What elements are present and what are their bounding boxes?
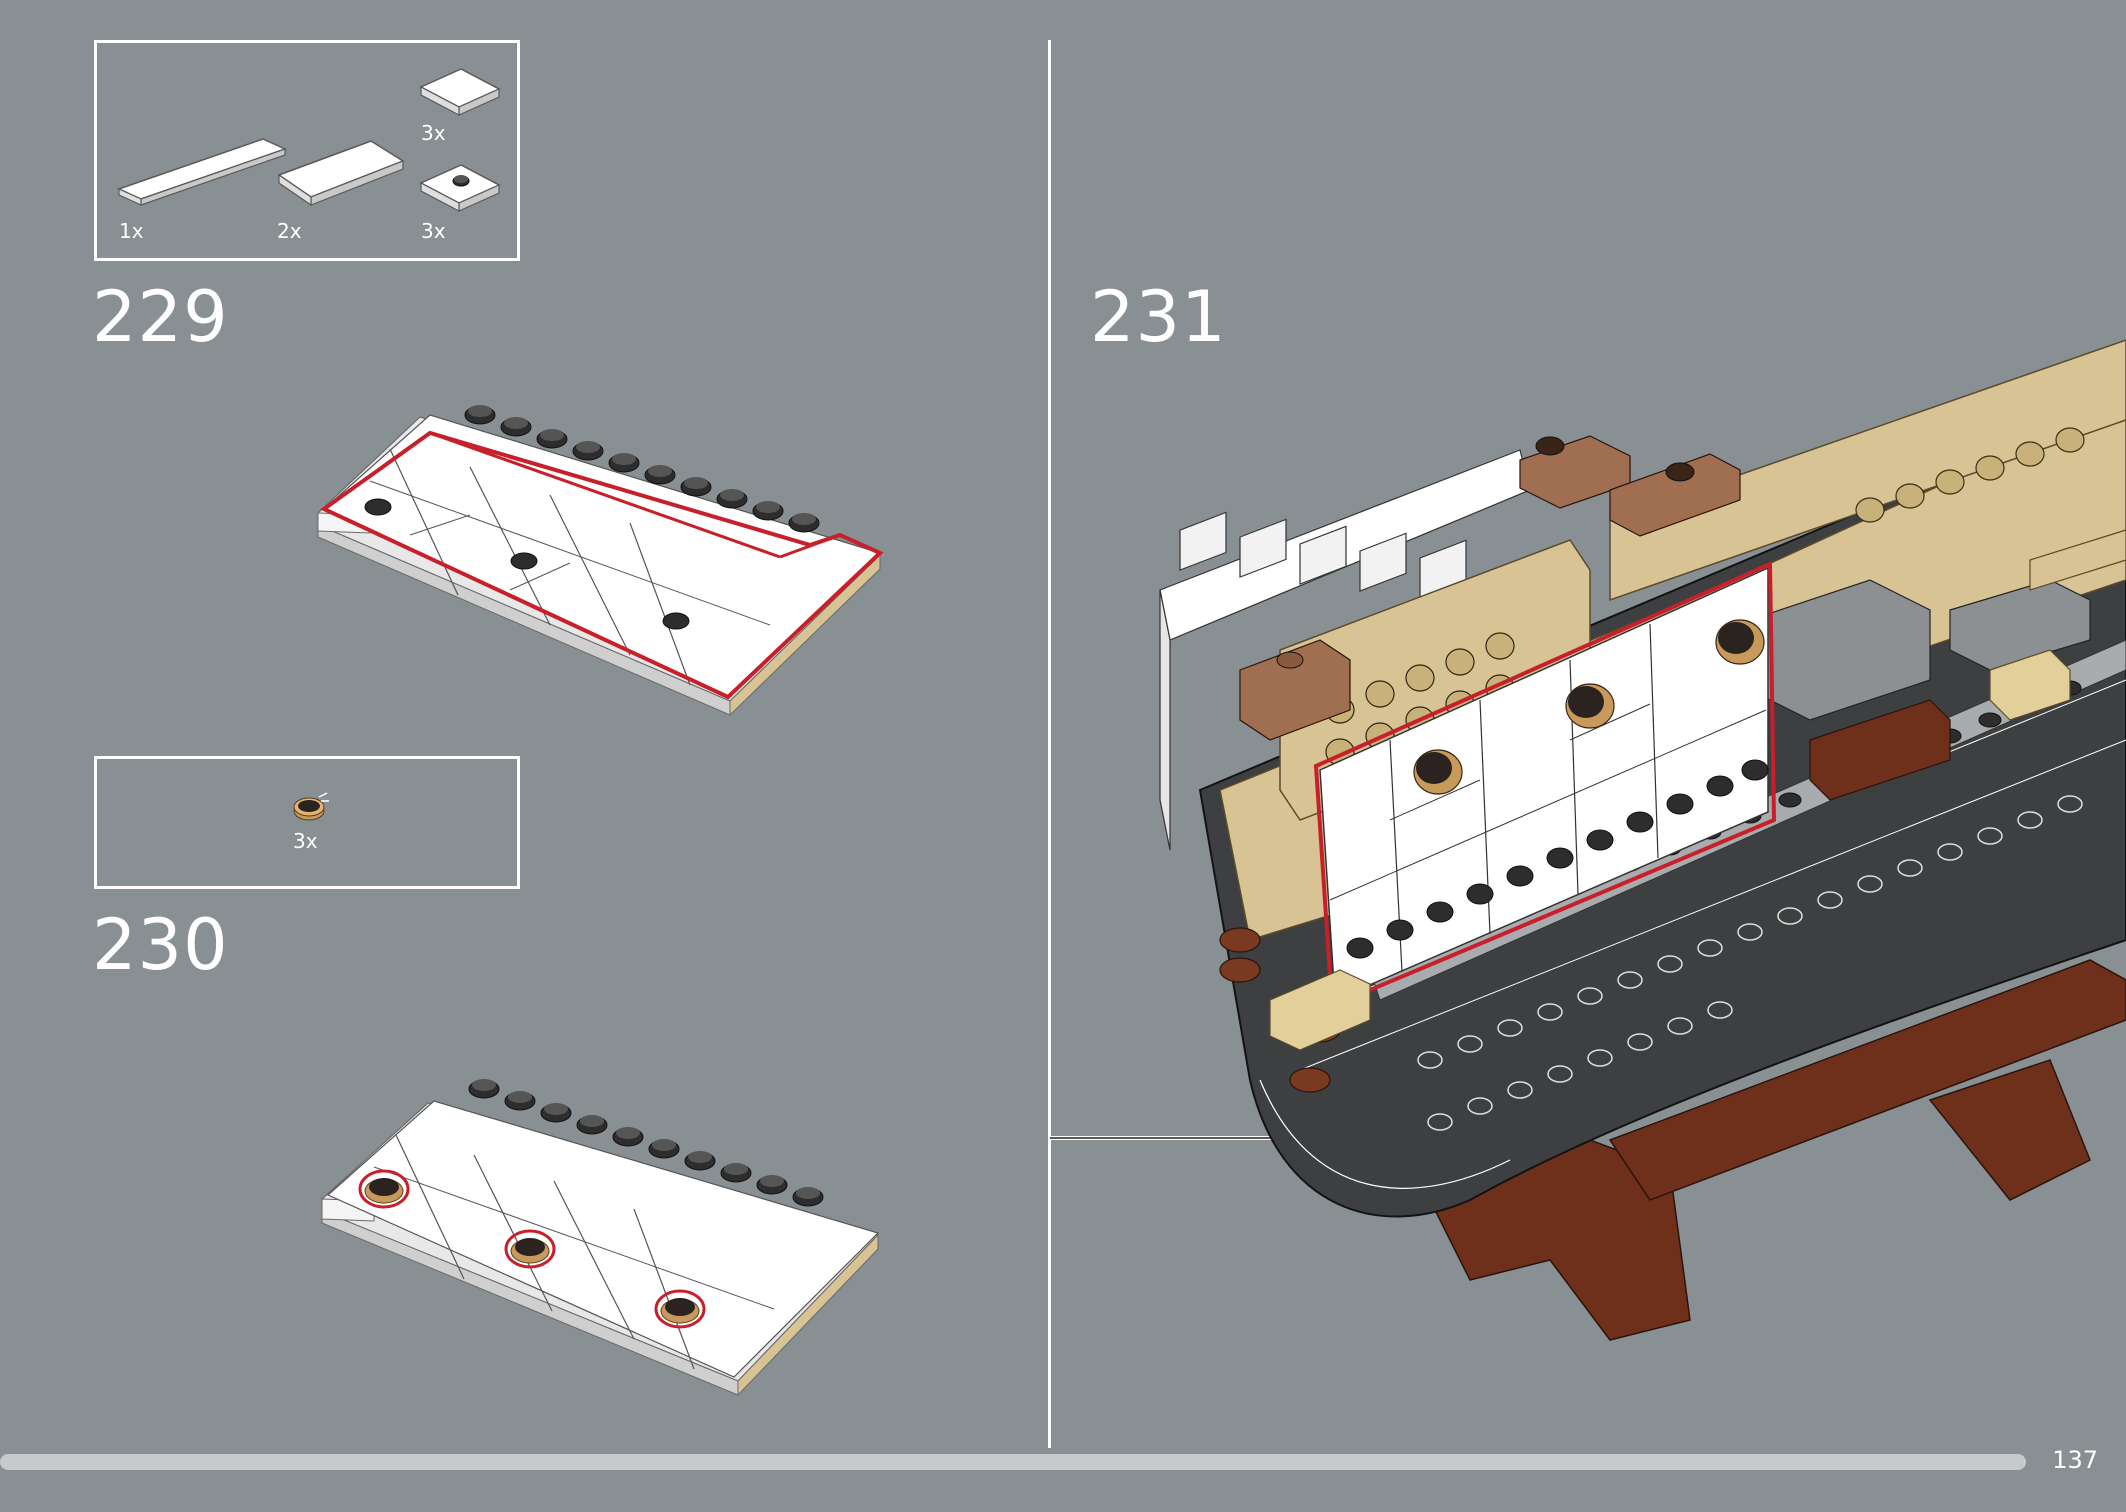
step-number-229: 229 <box>92 276 229 358</box>
tile-2x4-white-icon <box>277 140 405 207</box>
step-number-231: 231 <box>1090 276 1227 358</box>
step-231-assembly-illustration <box>1050 339 2126 1341</box>
step-number-230: 230 <box>92 904 229 986</box>
progress-bar-fill <box>0 1454 2026 1470</box>
parts-callout-step-230: 3x <box>94 756 520 889</box>
tile-1x8-white-icon <box>116 138 288 206</box>
page-number: 137 <box>2052 1446 2098 1474</box>
tile-2x2-stud-white-icon <box>419 164 501 212</box>
step-230-assembly-illustration <box>321 1079 880 1397</box>
part-qty-3: 3x <box>421 121 446 145</box>
part-qty-5: 3x <box>293 829 318 853</box>
progress-bar <box>0 1454 2026 1470</box>
part-qty-4: 3x <box>421 219 446 243</box>
part-qty-1: 1x <box>119 219 144 243</box>
part-qty-2: 2x <box>277 219 302 243</box>
page-divider <box>1048 40 1051 1448</box>
round-tile-1x1-gold-icon <box>293 792 329 821</box>
tile-2x2-white-icon <box>419 68 501 116</box>
parts-callout-step-229: 1x 2x 3x 3x <box>94 40 520 261</box>
step-229-assembly-illustration <box>317 405 884 717</box>
